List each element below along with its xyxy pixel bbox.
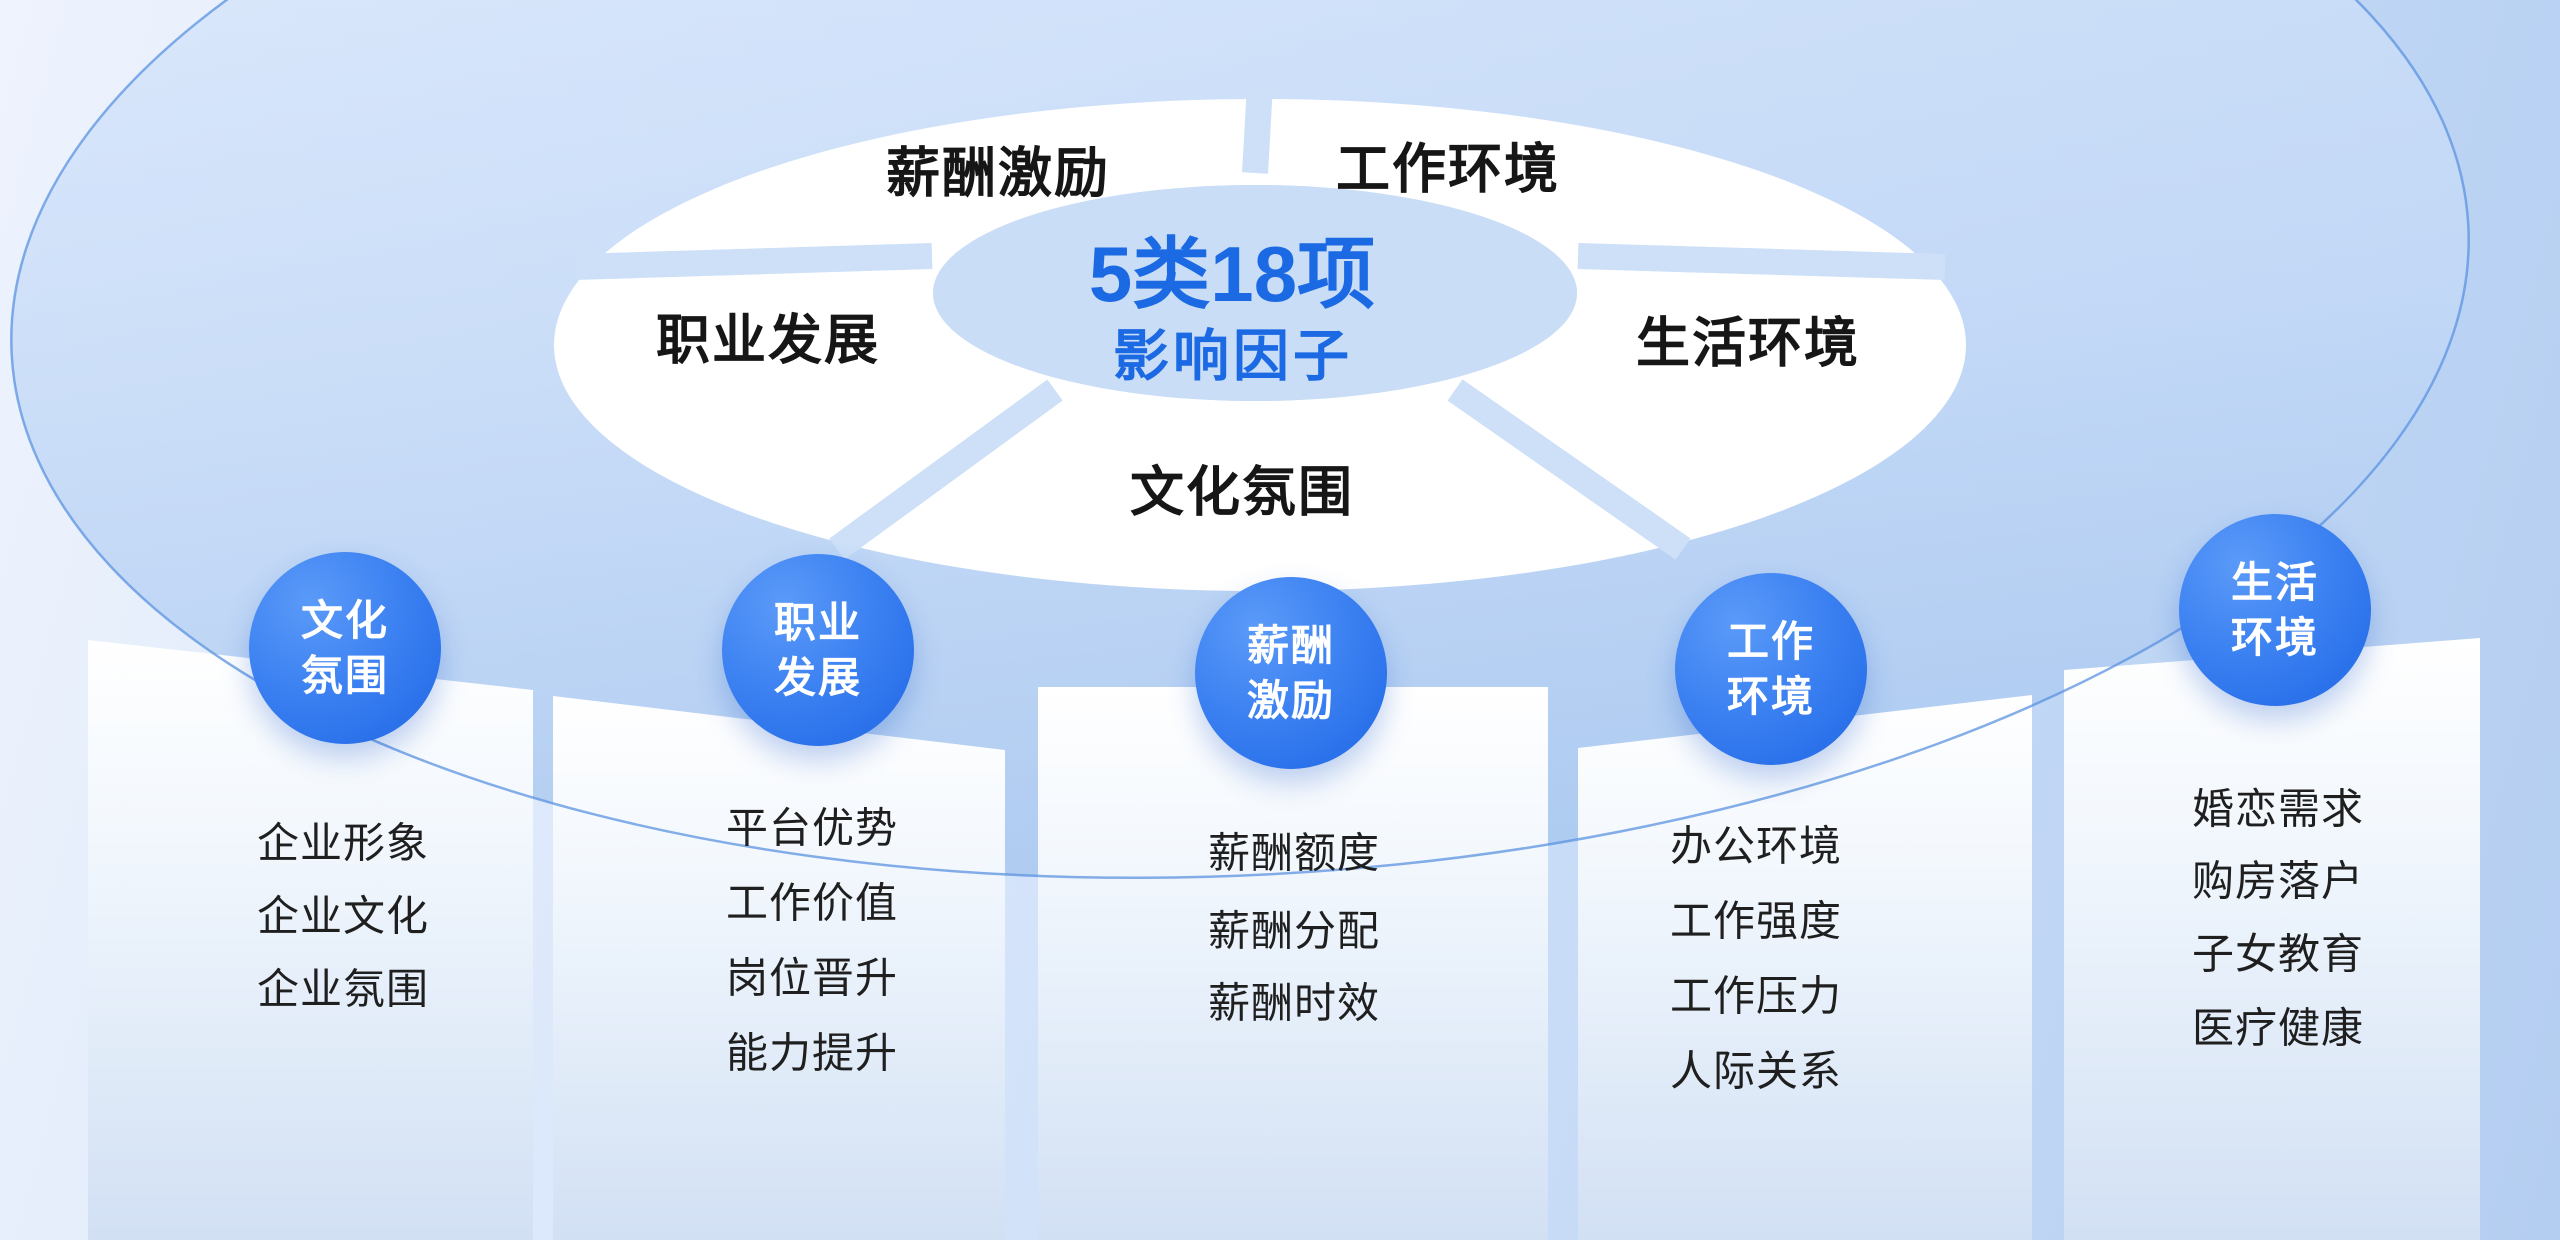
segment-label-work-env: 工作环境: [1336, 139, 1560, 200]
bubble-salary-line1: 薪酬: [1246, 621, 1335, 669]
segment-label-salary: 薪酬激励: [886, 143, 1110, 204]
wheel-title: 5类18项: [1088, 230, 1376, 318]
bubble-work-env-line1: 工作: [1726, 617, 1815, 665]
list-item: 工作压力: [1670, 972, 1843, 1020]
list-item: 办公环境: [1670, 822, 1843, 870]
list-item: 薪酬额度: [1208, 829, 1381, 877]
list-item: 购房落户: [2192, 857, 2365, 905]
list-item: 婚恋需求: [2192, 785, 2365, 833]
bubble-culture: 文化 氛围: [249, 552, 441, 744]
bubble-career: 职业 发展: [722, 554, 914, 746]
list-item: 平台优势: [726, 804, 899, 852]
list-item: 薪酬分配: [1208, 907, 1381, 955]
list-item: 人际关系: [1670, 1047, 1843, 1095]
bubble-culture-line1: 文化: [300, 596, 389, 644]
list-item: 工作强度: [1670, 897, 1843, 945]
list-item: 工作价值: [726, 879, 899, 927]
bubble-salary: 薪酬 激励: [1195, 577, 1387, 769]
list-item: 医疗健康: [2192, 1004, 2365, 1052]
panel-salary: [1038, 687, 1548, 1240]
bubble-career-line2: 发展: [773, 654, 862, 701]
bubble-culture-line2: 氛围: [300, 652, 389, 699]
wheel-subtitle: 影响因子: [1113, 324, 1353, 388]
list-item: 企业文化: [257, 892, 430, 940]
bubble-work-env-line2: 环境: [1726, 673, 1815, 720]
segment-label-culture: 文化氛围: [1130, 462, 1354, 523]
segment-label-living-env: 生活环境: [1636, 313, 1860, 374]
bubble-work-env: 工作 环境: [1675, 573, 1867, 765]
list-item: 薪酬时效: [1208, 979, 1381, 1027]
list-item: 子女教育: [2192, 930, 2365, 978]
list-item: 企业形象: [257, 819, 430, 867]
bubble-career-line1: 职业: [773, 598, 862, 646]
list-item: 企业氛围: [257, 965, 430, 1013]
bubble-salary-line2: 激励: [1246, 677, 1335, 724]
bubble-living-env: 生活 环境: [2179, 514, 2371, 706]
bubble-living-env-line2: 环境: [2230, 614, 2319, 661]
bubble-living-env-line1: 生活: [2230, 558, 2319, 606]
segment-label-career: 职业发展: [656, 310, 880, 371]
list-item: 岗位晋升: [726, 954, 899, 1002]
list-item: 能力提升: [726, 1029, 899, 1077]
